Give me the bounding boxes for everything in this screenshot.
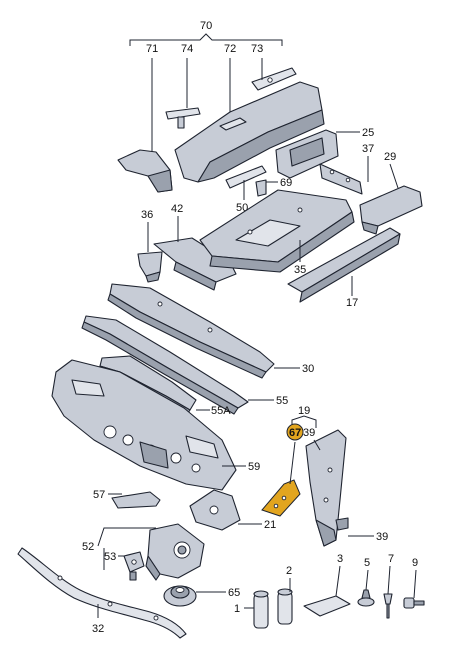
callout-3[interactable]: 3 <box>337 553 343 565</box>
part-37-plate[interactable] <box>319 163 363 195</box>
callout-65[interactable]: 65 <box>228 587 240 599</box>
part-7-pin[interactable] <box>383 593 393 619</box>
part-5-clip[interactable] <box>357 589 375 607</box>
callout-5[interactable]: 5 <box>364 557 370 569</box>
part-1-plug[interactable] <box>253 590 269 629</box>
part-39-small-bracket[interactable] <box>335 517 349 531</box>
callout-74[interactable]: 74 <box>181 43 193 55</box>
part-74-bracket[interactable] <box>165 107 201 129</box>
callout-39-lower[interactable]: 39 <box>376 531 388 543</box>
callout-7[interactable]: 7 <box>388 553 394 565</box>
callout-57[interactable]: 57 <box>93 489 105 501</box>
group-70-bracket <box>129 33 283 46</box>
callout-2[interactable]: 2 <box>286 565 292 577</box>
callout-30[interactable]: 30 <box>302 363 314 375</box>
part-72-plenum-panel[interactable] <box>174 81 325 183</box>
part-32-strip[interactable] <box>17 547 187 639</box>
callout-17[interactable]: 17 <box>346 297 358 309</box>
part-17-rail[interactable] <box>287 227 401 303</box>
callout-29[interactable]: 29 <box>384 151 396 163</box>
part-52-bracket[interactable] <box>145 523 205 581</box>
part-50-strip[interactable] <box>225 165 267 189</box>
callout-55[interactable]: 55 <box>276 395 288 407</box>
callout-71[interactable]: 71 <box>146 43 158 55</box>
part-25-reinforcement[interactable] <box>275 129 339 179</box>
callout-59[interactable]: 59 <box>248 461 260 473</box>
part-35-floor-panel[interactable] <box>199 189 355 273</box>
part-71-duct[interactable] <box>117 149 173 193</box>
part-53-fitting[interactable] <box>123 551 145 581</box>
callout-72[interactable]: 72 <box>224 43 236 55</box>
part-9-bolt[interactable] <box>403 597 425 609</box>
part-65-grommet[interactable] <box>163 585 197 607</box>
callout-21[interactable]: 21 <box>264 519 276 531</box>
part-30-bulkhead-upper[interactable] <box>107 283 275 379</box>
callout-25[interactable]: 25 <box>362 127 374 139</box>
callout-73[interactable]: 73 <box>251 43 263 55</box>
callout-70[interactable]: 70 <box>200 20 212 32</box>
callout-55a[interactable]: 55A <box>211 405 231 417</box>
part-73-bracket[interactable] <box>251 67 297 91</box>
part-39-a-pillar[interactable] <box>305 429 347 547</box>
part-21-housing[interactable] <box>189 489 241 531</box>
callout-19[interactable]: 19 <box>298 405 310 417</box>
callout-52[interactable]: 52 <box>82 541 94 553</box>
part-3-pad[interactable] <box>303 595 351 617</box>
callout-69[interactable]: 69 <box>280 177 292 189</box>
callout-1[interactable]: 1 <box>234 603 240 615</box>
callout-9[interactable]: 9 <box>412 557 418 569</box>
part-67-gusset[interactable] <box>261 479 301 517</box>
callout-53[interactable]: 53 <box>104 551 116 563</box>
callout-39-upper[interactable]: 39 <box>303 427 315 439</box>
part-59-bulkhead-panel[interactable] <box>51 359 237 491</box>
highlight-marker-67 <box>286 423 304 441</box>
part-36-bracket[interactable] <box>137 251 163 283</box>
callout-36[interactable]: 36 <box>141 209 153 221</box>
part-2-plug[interactable] <box>277 588 293 625</box>
callout-42[interactable]: 42 <box>171 203 183 215</box>
part-29-side-member[interactable] <box>359 185 423 235</box>
callout-35[interactable]: 35 <box>294 264 306 276</box>
part-57-bracket[interactable] <box>111 491 161 509</box>
part-69-clip[interactable] <box>255 179 267 197</box>
part-42-cross-member[interactable] <box>153 237 237 291</box>
callout-67[interactable]: 67 <box>289 427 301 439</box>
callout-37[interactable]: 37 <box>362 143 374 155</box>
part-55-cross-member[interactable] <box>81 315 249 415</box>
callout-32[interactable]: 32 <box>92 623 104 635</box>
